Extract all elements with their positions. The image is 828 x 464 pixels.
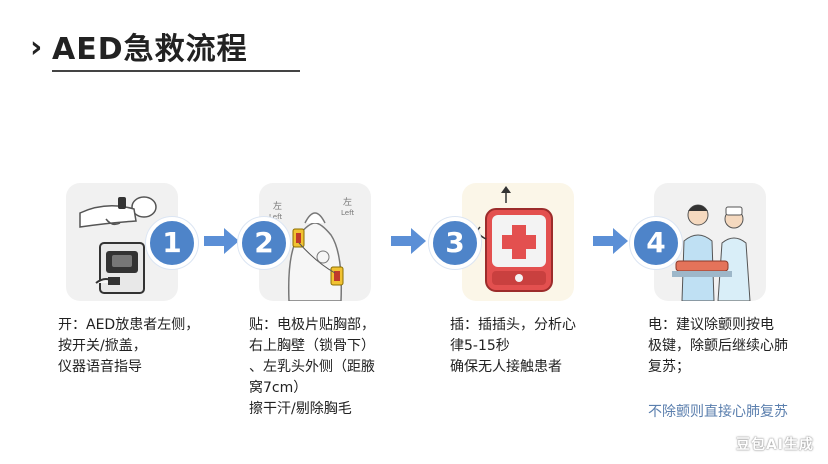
step-2-line: 、左乳头外侧（距腋	[249, 359, 375, 375]
step-4-text: 电：建议除颤则按电 极键，除颤后继续心肺 复苏；	[648, 315, 788, 378]
step-2-line: 窝7cm）	[249, 380, 308, 396]
image-label-left-cn: 左	[273, 200, 282, 212]
chevron-right-icon: ›	[30, 30, 43, 65]
arrow-right-icon	[204, 228, 239, 254]
aed-device-icon	[477, 186, 553, 292]
step-3-line: 律5-15秒	[450, 338, 510, 354]
step-2-number: 2	[238, 217, 290, 269]
image-label-left-en: Left	[269, 213, 282, 221]
step-3-number: 3	[429, 217, 481, 269]
step-1-line: 按开关/掀盖，	[58, 338, 147, 354]
step-1-number: 1	[146, 217, 198, 269]
step-4-number: 4	[630, 217, 682, 269]
arrow-right-icon	[593, 228, 628, 254]
step-4-line: 极键，除颤后继续心肺	[648, 338, 788, 354]
no-defibrillation-note: 不除颤则直接心肺复苏	[648, 404, 788, 420]
arrow-right-icon	[391, 228, 426, 254]
step-3-text: 插：插插头，分析心 律5-15秒 确保无人接触患者	[450, 315, 576, 378]
step-1-text: 开：AED放患者左侧， 按开关/掀盖， 仪器语音指导	[58, 315, 199, 378]
step-2-line: 右上胸壁（锁骨下）	[249, 338, 375, 354]
step-3-line: 插：插插头，分析心	[450, 317, 576, 333]
step-2-line: 擦干汗/剔除胸毛	[249, 401, 352, 417]
page-title-text: AED急救流程	[52, 32, 248, 67]
patient-aed-icon	[79, 196, 157, 294]
step-2-text: 贴：电极片贴胸部， 右上胸壁（锁骨下） 、左乳头外侧（距腋 窝7cm） 擦干汗/…	[249, 315, 375, 420]
step-1-line: 开：AED放患者左侧，	[58, 317, 200, 333]
step-2-line: 贴：电极片贴胸部，	[249, 317, 375, 333]
step-1-line: 仪器语音指导	[58, 359, 142, 375]
page-title: › AED急救流程	[30, 24, 300, 74]
chest-pads-icon: 左 Left 左 Left	[269, 196, 354, 301]
title-underline	[52, 70, 300, 72]
image-label-right-en: Left	[341, 209, 354, 217]
image-label-right-cn: 左	[343, 196, 352, 208]
medics-icon	[672, 204, 751, 301]
step-3-line: 确保无人接触患者	[450, 359, 562, 375]
step-4-line: 电：建议除颤则按电	[648, 317, 774, 333]
step-4-line: 复苏；	[648, 359, 690, 375]
watermark: 豆包AI生成	[735, 437, 814, 453]
step-3-illustration	[462, 183, 574, 301]
